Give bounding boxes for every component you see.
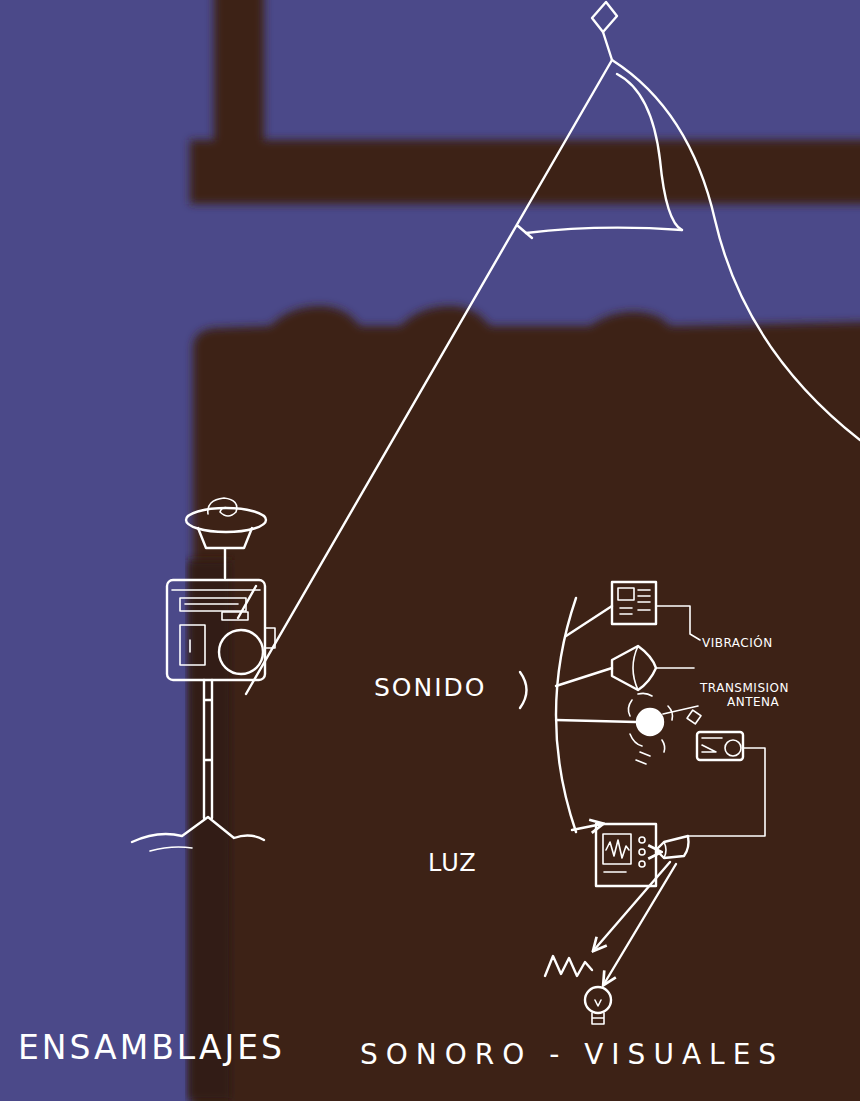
signal-marks [636,752,650,764]
antenna-line [246,60,612,694]
panel-screen [618,588,634,600]
radio-marks [702,738,722,752]
transmitter [637,709,663,735]
speaker-cone [612,646,656,690]
knob [639,849,645,855]
radio-body [167,580,265,680]
scope-mark [604,871,626,873]
small-radio [697,732,743,760]
kite [592,2,617,32]
transmission-label: TRANSMISION [700,682,830,695]
arrow [604,864,676,984]
leader-line [656,606,700,640]
cassette-line [185,603,238,605]
scope-screen [603,834,631,864]
cone-edge [664,842,666,858]
branch [556,668,612,686]
radio-speaker [725,740,741,756]
panel-device [612,582,656,624]
shadow-bar [190,140,860,204]
signal-marks [628,693,672,752]
pole [204,680,212,818]
wire [688,748,765,836]
cone-edge [633,646,638,690]
kite-string [603,32,612,60]
light-label: LUZ [428,850,508,876]
kite-sketch [246,2,860,694]
shadow-body [193,306,860,1101]
title-word: ENSAMBLAJES [18,1030,348,1066]
light-bulb [585,987,611,1013]
branch [556,720,636,722]
arrow [656,851,660,853]
radio-assemblage [132,498,275,851]
panel-marks [620,590,650,614]
radio-shadow [190,0,860,1101]
knob [639,837,645,843]
radio-antenna [238,586,256,618]
speaker [219,630,263,674]
radio-panel [180,625,205,665]
vibration-label: VIBRACIÓN [702,637,822,650]
bracket-arc [556,598,576,832]
side-knob [265,628,275,648]
antenna-label: ANTENA [727,696,817,709]
sound-label: SONIDO [374,674,524,702]
antenna-symbol [687,710,701,724]
radio-buttons [222,612,248,620]
sound-wave [520,672,527,708]
oscilloscope [596,824,656,886]
title-word: SONORO - VISUALES [360,1040,860,1071]
shadow-post [214,0,264,150]
ground [132,817,264,842]
ground-line [150,847,192,851]
light-cone [656,836,689,858]
wave [545,956,592,976]
branch [566,606,612,636]
hill-curve [612,60,860,440]
mountain-base [526,228,682,233]
cassette-slot [180,598,246,611]
leader-line [656,667,694,669]
radio-top-line [172,589,260,591]
mountain-side [617,74,682,230]
scope-wave [606,840,629,858]
knob [639,861,645,867]
tick-mark [518,226,532,238]
dish-spiral [208,498,237,516]
dish-stand [198,528,252,578]
bulb-base [592,1000,604,1024]
